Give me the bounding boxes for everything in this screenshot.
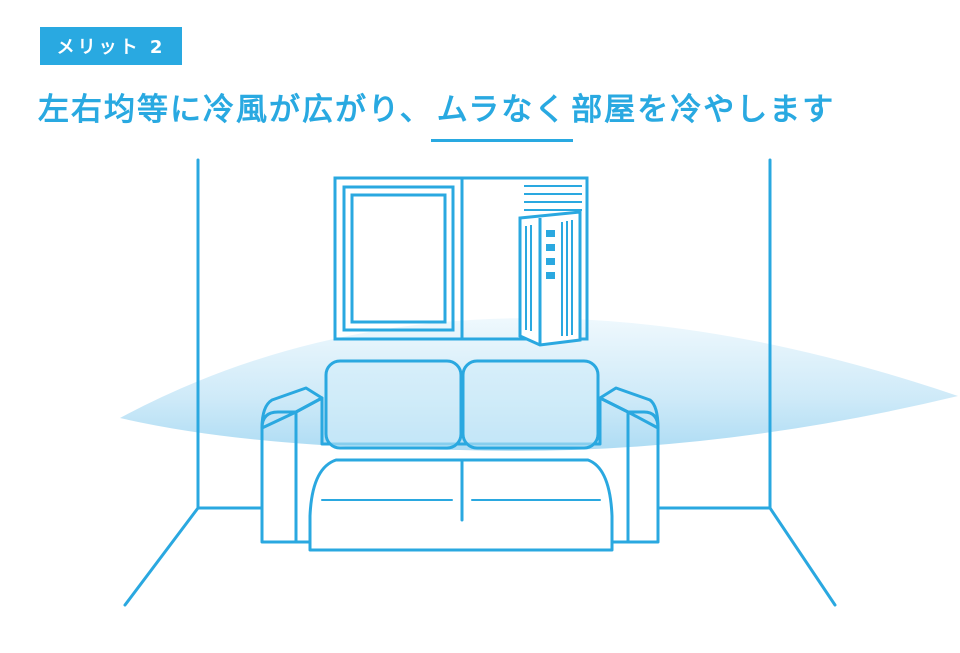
sofa-frame [260,396,660,552]
headline-text-after: 部屋を冷やします [571,92,836,128]
sofa [260,359,660,552]
headline: 左右均等に冷風が広がり、ムラなく部屋を冷やします [38,88,938,142]
window-fin-vent [524,185,582,211]
sofa-cushion-left [324,359,463,450]
sofa-armrest-right [598,386,660,430]
ac-louvers [525,220,573,336]
room-lines [123,158,837,607]
sofa-seat [308,458,614,544]
window [333,176,589,341]
sofa-cushion-right [461,359,600,450]
headline-text-before: 左右均等に冷風が広がり、 [38,92,433,128]
headline-emphasis: ムラなく [430,88,574,142]
merit-badge: メリット 2 [40,27,182,65]
sofa-armrest-left [260,386,324,430]
merit-badge-label: メリット 2 [56,37,166,58]
air-conditioner-unit [518,210,582,347]
room-illustration [120,158,958,607]
ac-control-buttons [546,230,555,279]
